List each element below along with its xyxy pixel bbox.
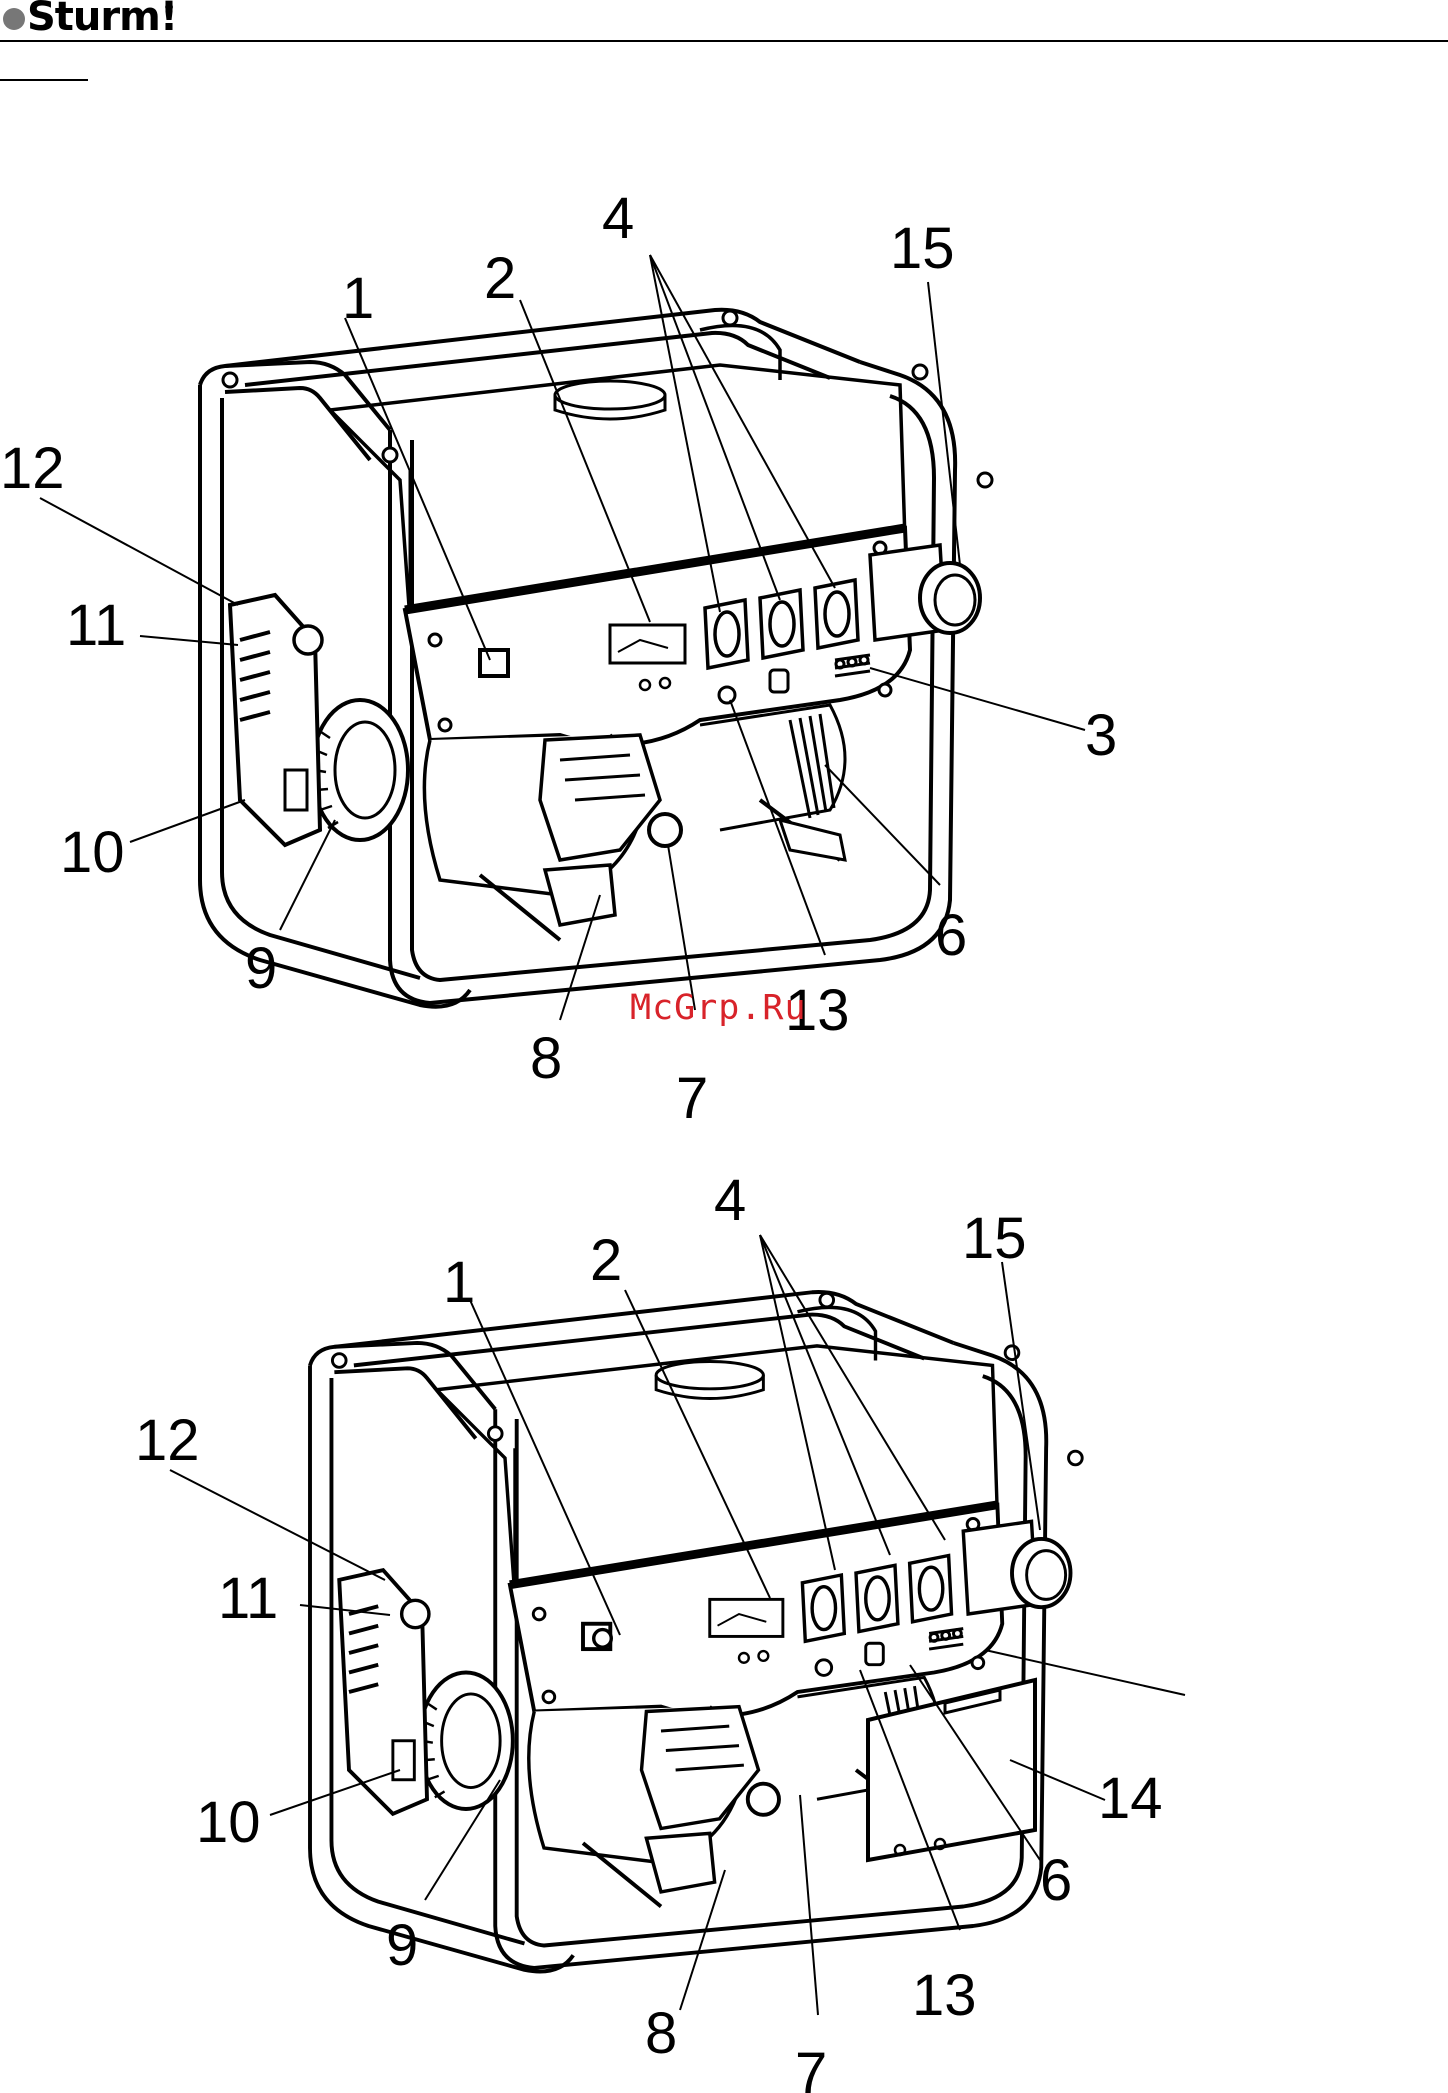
callout-4: 4 (602, 186, 634, 251)
callout-10: 10 (196, 1790, 261, 1855)
callout-14: 14 (1098, 1766, 1163, 1831)
generator-drawing-icon (310, 1292, 1082, 1972)
callout-12: 12 (135, 1408, 200, 1473)
callout-10: 10 (60, 820, 125, 885)
callout-11: 11 (218, 1566, 278, 1631)
callout-9: 9 (386, 1913, 418, 1978)
watermark: McGrp.Ru (630, 988, 807, 1028)
callout-11: 11 (66, 593, 126, 658)
callout-6: 6 (935, 903, 967, 968)
callout-1: 1 (443, 1250, 475, 1315)
callout-4: 4 (714, 1168, 746, 1233)
callout-12: 12 (0, 436, 65, 501)
callout-1: 1 (342, 266, 374, 331)
callout-15: 15 (890, 216, 955, 281)
callout-13: 13 (912, 1963, 977, 2028)
callout-7: 7 (795, 2041, 827, 2093)
enclosure-box-icon (868, 1680, 1035, 1860)
callout-8: 8 (530, 1026, 562, 1091)
generator-drawing-icon (200, 310, 992, 1007)
callout-7: 7 (676, 1066, 708, 1131)
callout-15: 15 (962, 1206, 1027, 1271)
callout-2: 2 (484, 246, 516, 311)
callout-9: 9 (245, 936, 277, 1001)
callout-8: 8 (645, 2001, 677, 2066)
callout-2: 2 (590, 1228, 622, 1293)
callout-6: 6 (1040, 1848, 1072, 1913)
callout-3: 3 (1085, 703, 1117, 768)
